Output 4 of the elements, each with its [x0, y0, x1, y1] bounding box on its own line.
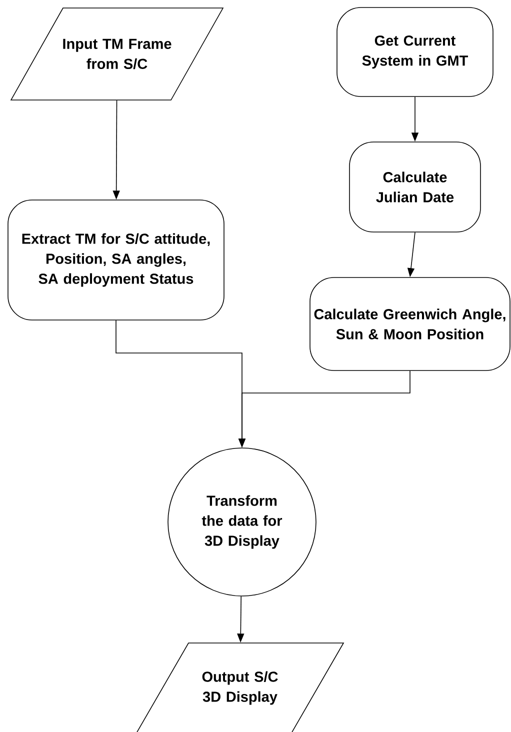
process-box: Calculate Julian Date — [349, 142, 481, 232]
process-box: Get Current System in GMT — [336, 7, 494, 97]
process-box: Calculate Greenwich Angle, Sun & Moon Position — [310, 277, 510, 371]
process-box: Extract TM for S/C attitude, Position, SA angles, SA deployment Status — [8, 200, 224, 320]
